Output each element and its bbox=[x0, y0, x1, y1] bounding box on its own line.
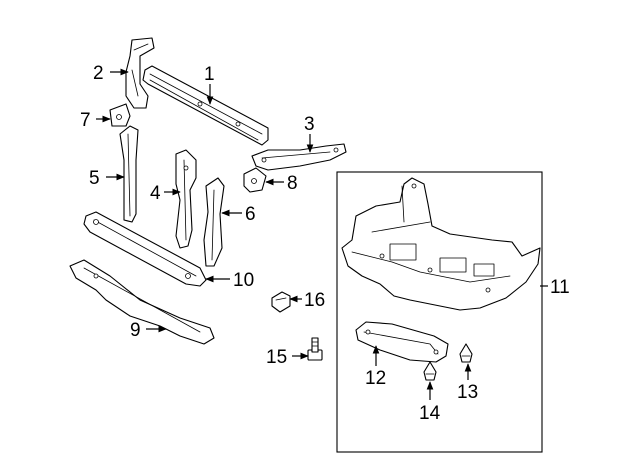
callout-numbers: 1 2 3 4 5 6 7 8 9 10 11 12 13 14 15 16 bbox=[80, 63, 570, 424]
part-15-bolt bbox=[307, 337, 323, 361]
callout-12: 12 bbox=[365, 368, 386, 389]
callout-14: 14 bbox=[419, 403, 441, 424]
callout-7: 7 bbox=[80, 110, 91, 131]
callout-5: 5 bbox=[89, 168, 100, 189]
leader-lines bbox=[96, 68, 548, 400]
part-11-under-cover bbox=[341, 177, 541, 311]
callout-15: 15 bbox=[266, 347, 287, 368]
part-13-clip bbox=[459, 343, 473, 363]
part-16-clip bbox=[271, 291, 291, 313]
callout-16: 16 bbox=[304, 290, 325, 311]
callout-11: 11 bbox=[550, 277, 570, 298]
callout-1: 1 bbox=[204, 64, 215, 85]
part-10-lower-support bbox=[83, 211, 207, 287]
callout-6: 6 bbox=[245, 204, 256, 225]
callout-10: 10 bbox=[233, 270, 254, 291]
callout-4: 4 bbox=[150, 183, 161, 204]
inset-box bbox=[336, 171, 543, 453]
callout-9: 9 bbox=[130, 320, 141, 341]
part-1-upper-support bbox=[142, 65, 269, 146]
part-8-small-bracket bbox=[243, 167, 267, 193]
part-12-cover-plate bbox=[355, 321, 449, 363]
part-4-center-support bbox=[175, 149, 197, 249]
part-7-small-bracket bbox=[109, 103, 131, 127]
callout-8: 8 bbox=[287, 173, 298, 194]
part-9-lower-deflector bbox=[69, 259, 215, 345]
part-3-side-bracket bbox=[251, 143, 347, 171]
part-6-right-support bbox=[203, 177, 225, 267]
part-5-left-support bbox=[119, 125, 139, 223]
callout-13: 13 bbox=[457, 382, 478, 403]
part-14-clip bbox=[423, 361, 437, 381]
callout-2: 2 bbox=[93, 63, 104, 84]
callout-3: 3 bbox=[304, 114, 315, 135]
